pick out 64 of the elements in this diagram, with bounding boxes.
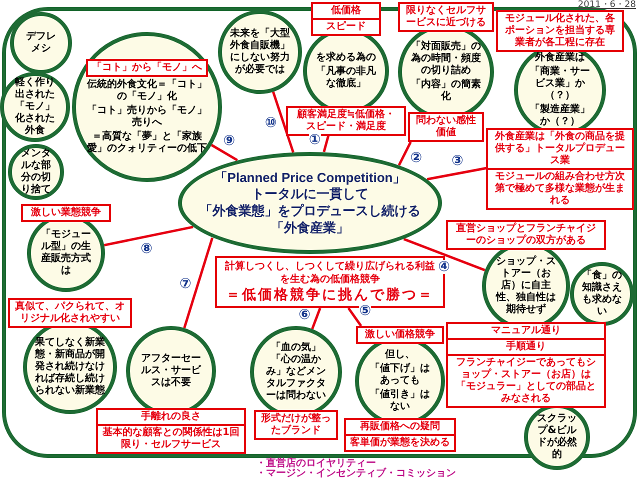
label-box: 問わない感性価値 (408, 112, 484, 142)
circle-text: 「内容」の簡素化 (410, 79, 482, 103)
box-text: 計算しつくし、しつくして繰り広げられる利益を生む為の低価格競争 (224, 260, 436, 286)
edge-label: ④ (438, 260, 450, 274)
circle-text: 「凡事の非凡な徹底」 (315, 66, 377, 90)
connector-line (104, 226, 194, 246)
label-box: 形式だけが整ったブランド (254, 410, 338, 440)
circle-text: 未来を「大型外食自販機」にしない努力が必要では (230, 28, 290, 76)
circle-text: 「値引き」はない (369, 389, 431, 413)
circle-text: 「コト」売りから「モノ」売りへ (86, 105, 208, 129)
label-box: 「コト」から「モノ」へ (86, 59, 208, 77)
label-box: 外食産業は「外食の商品を提供する」トータルプロデュース業 (486, 128, 634, 170)
circle-text: 「モジュール型」の生産販売方式は (40, 229, 92, 277)
note-text: ・マージン・インセンティブ・コミッション (256, 469, 456, 479)
circle-text: 「値下げ」はあっても (369, 363, 431, 387)
circle-text: デフレメシ (25, 31, 57, 55)
label-box: 激しい業態競争 (21, 204, 111, 222)
circle-text: 伝統的外食文化＝「コト」の「モノ」化 (86, 79, 208, 103)
label-box: スピード (311, 18, 381, 36)
circle-text: 「商業・サービス業」か（？） (529, 66, 591, 102)
circle-text: 果てしなく新業態・新商品が開発され続けなければ存続し続けられない新業態 (35, 337, 105, 397)
edge-label: ⑥ (298, 308, 310, 322)
connector-line (183, 237, 214, 328)
connector-line (426, 166, 487, 180)
circle-text: メンタルな部分の切り捨て (20, 148, 52, 196)
circle-text: 軽く作り出された「モノ」化された外食 (14, 77, 56, 137)
circle-text: 但し、 (385, 349, 415, 361)
edge-label: ⑤ (359, 304, 372, 318)
label-box: 激しい価格競争 (356, 326, 444, 344)
connector-line (398, 141, 412, 166)
heading-text: 「外食産業」 (271, 220, 349, 237)
circle-text: 「製造産業」か（？） (529, 104, 591, 128)
edge-label: ⑨ (223, 134, 236, 148)
connector-line (347, 307, 362, 327)
circle-text: 「対面販売」の為の時間・頻度の切り詰め (410, 41, 482, 77)
circle-text: スクラップ&ビルドが必然的 (536, 413, 578, 461)
heading-text: トータルに一貫して (252, 186, 368, 203)
label-box: モジュールの組み合わせ方次第で極めて多様な業態が生まれる (486, 168, 634, 210)
label-box: フランチャイジーであってもショップ・ストアー（お店）は「モジュラー」としての部品とみなされる (446, 354, 606, 408)
edge-label: ⑩ (264, 116, 277, 130)
connector-line (322, 135, 330, 152)
circle-text: を求める為の (316, 52, 376, 64)
circle-text: ショップ・ストアー（お店）に自主性、独自性は期待せず (494, 256, 557, 316)
circle-text: 「血の気」「心の温かみ」などメンタルファクターは問わない (265, 342, 327, 402)
label-box: 限りなくセルフサービスに近づける (398, 2, 494, 32)
date-text: 2011・6・28 (578, 0, 636, 10)
edge-label: ⑧ (140, 242, 153, 256)
circle-text: 外食産業は (535, 52, 585, 64)
connector-line (210, 144, 238, 162)
label-box: 基本的な顧客との関係性は1回限り・セルフサービス (96, 424, 246, 454)
label-box: 真似て、パクられて、オリジナル化されやすい (8, 298, 132, 328)
circle-text: アフターセールス・サービスは不要 (140, 353, 202, 389)
note-text: ・直営店のロイヤリティー (256, 459, 376, 469)
label-box: 直営ショップとフランチャイジーのショップの双方がある (446, 220, 606, 250)
edge-label: ② (410, 150, 422, 165)
circle-text: 「食」の知識さえも求めない (582, 270, 622, 318)
edge-label: ⑦ (180, 276, 192, 291)
edge-label: ① (308, 132, 321, 147)
label-box: 客単価が業態を決める (344, 434, 456, 452)
box-text: ＝低価格競争に挑んで勝つ＝ (226, 286, 434, 304)
label-box: モジュール化された、各ポーションを担当する専業者が各工程に存在 (496, 10, 624, 52)
heading-text: 「外食業態」をプロデュースし続ける (200, 203, 420, 220)
heading-text: 「Planned Price Competition」 (214, 169, 406, 186)
edge-label: ③ (452, 154, 464, 168)
